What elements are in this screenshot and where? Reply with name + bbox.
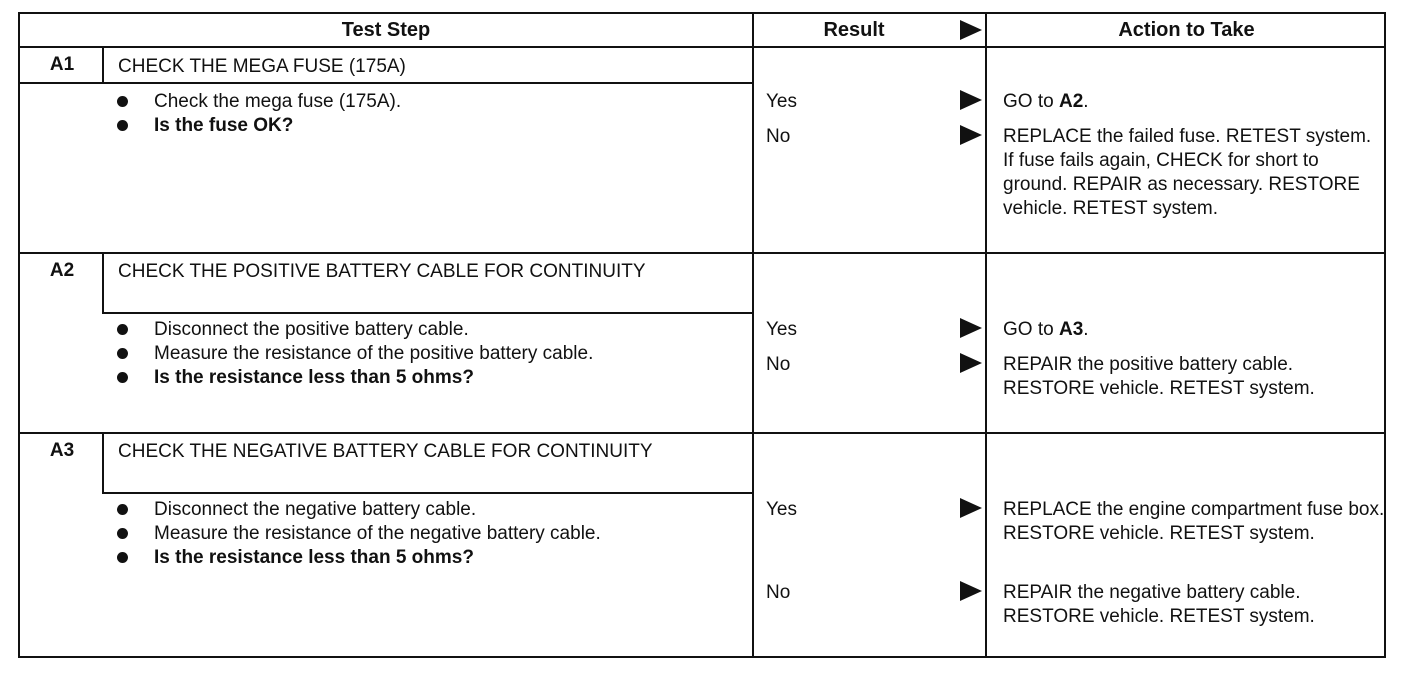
step-bullets: Disconnect the positive battery cable. M…	[112, 318, 672, 390]
bullet-icon	[117, 504, 128, 515]
header-result: Result	[823, 19, 885, 41]
step-title: CHECK THE MEGA FUSE (175A)	[118, 56, 406, 77]
list-item: Is the fuse OK?	[112, 114, 672, 138]
step-divider	[20, 432, 1384, 434]
action-text: REPLACE the engine compartment fuse box.…	[1003, 499, 1385, 544]
action-text: GO to A2.	[1003, 91, 1089, 112]
action-text: GO to A3.	[1003, 319, 1089, 340]
step-id: A2	[49, 260, 75, 281]
action-text: REPAIR the positive battery cable. RESTO…	[1003, 354, 1315, 399]
bullet-icon	[117, 324, 128, 335]
list-item: Measure the resistance of the negative b…	[112, 522, 672, 546]
list-item: Measure the resistance of the positive b…	[112, 342, 672, 366]
id-divider	[102, 46, 104, 82]
result-label: Yes	[766, 319, 797, 340]
diagnostic-table: Test Step Result Action to Take A1 CHECK…	[18, 12, 1386, 658]
bullet-icon	[117, 96, 128, 107]
column-divider	[985, 14, 987, 656]
step-title: CHECK THE POSITIVE BATTERY CABLE FOR CON…	[118, 261, 646, 282]
arrow-icon	[960, 498, 982, 518]
list-item: Disconnect the positive battery cable.	[112, 318, 672, 342]
result-label: Yes	[766, 499, 797, 520]
header-divider	[20, 46, 1384, 48]
arrow-icon	[960, 20, 982, 40]
bullet-icon	[117, 552, 128, 563]
column-divider	[752, 14, 754, 656]
arrow-icon	[960, 581, 982, 601]
header-test-step: Test Step	[341, 19, 431, 41]
title-divider	[20, 82, 752, 84]
step-bullets: Disconnect the negative battery cable. M…	[112, 498, 672, 570]
bullet-icon	[117, 528, 128, 539]
result-label: No	[766, 126, 791, 147]
bullet-icon	[117, 348, 128, 359]
id-divider	[102, 432, 104, 492]
bullet-icon	[117, 372, 128, 383]
bullet-icon	[117, 120, 128, 131]
list-item: Is the resistance less than 5 ohms?	[112, 366, 672, 390]
header-action: Action to Take	[1118, 19, 1255, 41]
arrow-icon	[960, 90, 982, 110]
result-label: Yes	[766, 91, 797, 112]
arrow-icon	[960, 318, 982, 338]
action-text: REPLACE the failed fuse. RETEST system. …	[1003, 126, 1372, 219]
step-id: A3	[49, 440, 75, 461]
result-label: No	[766, 582, 791, 603]
title-divider	[102, 492, 752, 494]
arrow-icon	[960, 125, 982, 145]
list-item: Check the mega fuse (175A).	[112, 90, 672, 114]
id-divider	[102, 252, 104, 312]
arrow-icon	[960, 353, 982, 373]
title-divider	[102, 312, 752, 314]
list-item: Disconnect the negative battery cable.	[112, 498, 672, 522]
list-item: Is the resistance less than 5 ohms?	[112, 546, 672, 570]
step-bullets: Check the mega fuse (175A). Is the fuse …	[112, 90, 672, 138]
step-title: CHECK THE NEGATIVE BATTERY CABLE FOR CON…	[118, 441, 653, 462]
result-label: No	[766, 354, 791, 375]
step-id: A1	[49, 54, 75, 75]
action-text: REPAIR the negative battery cable. RESTO…	[1003, 582, 1315, 627]
step-divider	[20, 252, 1384, 254]
